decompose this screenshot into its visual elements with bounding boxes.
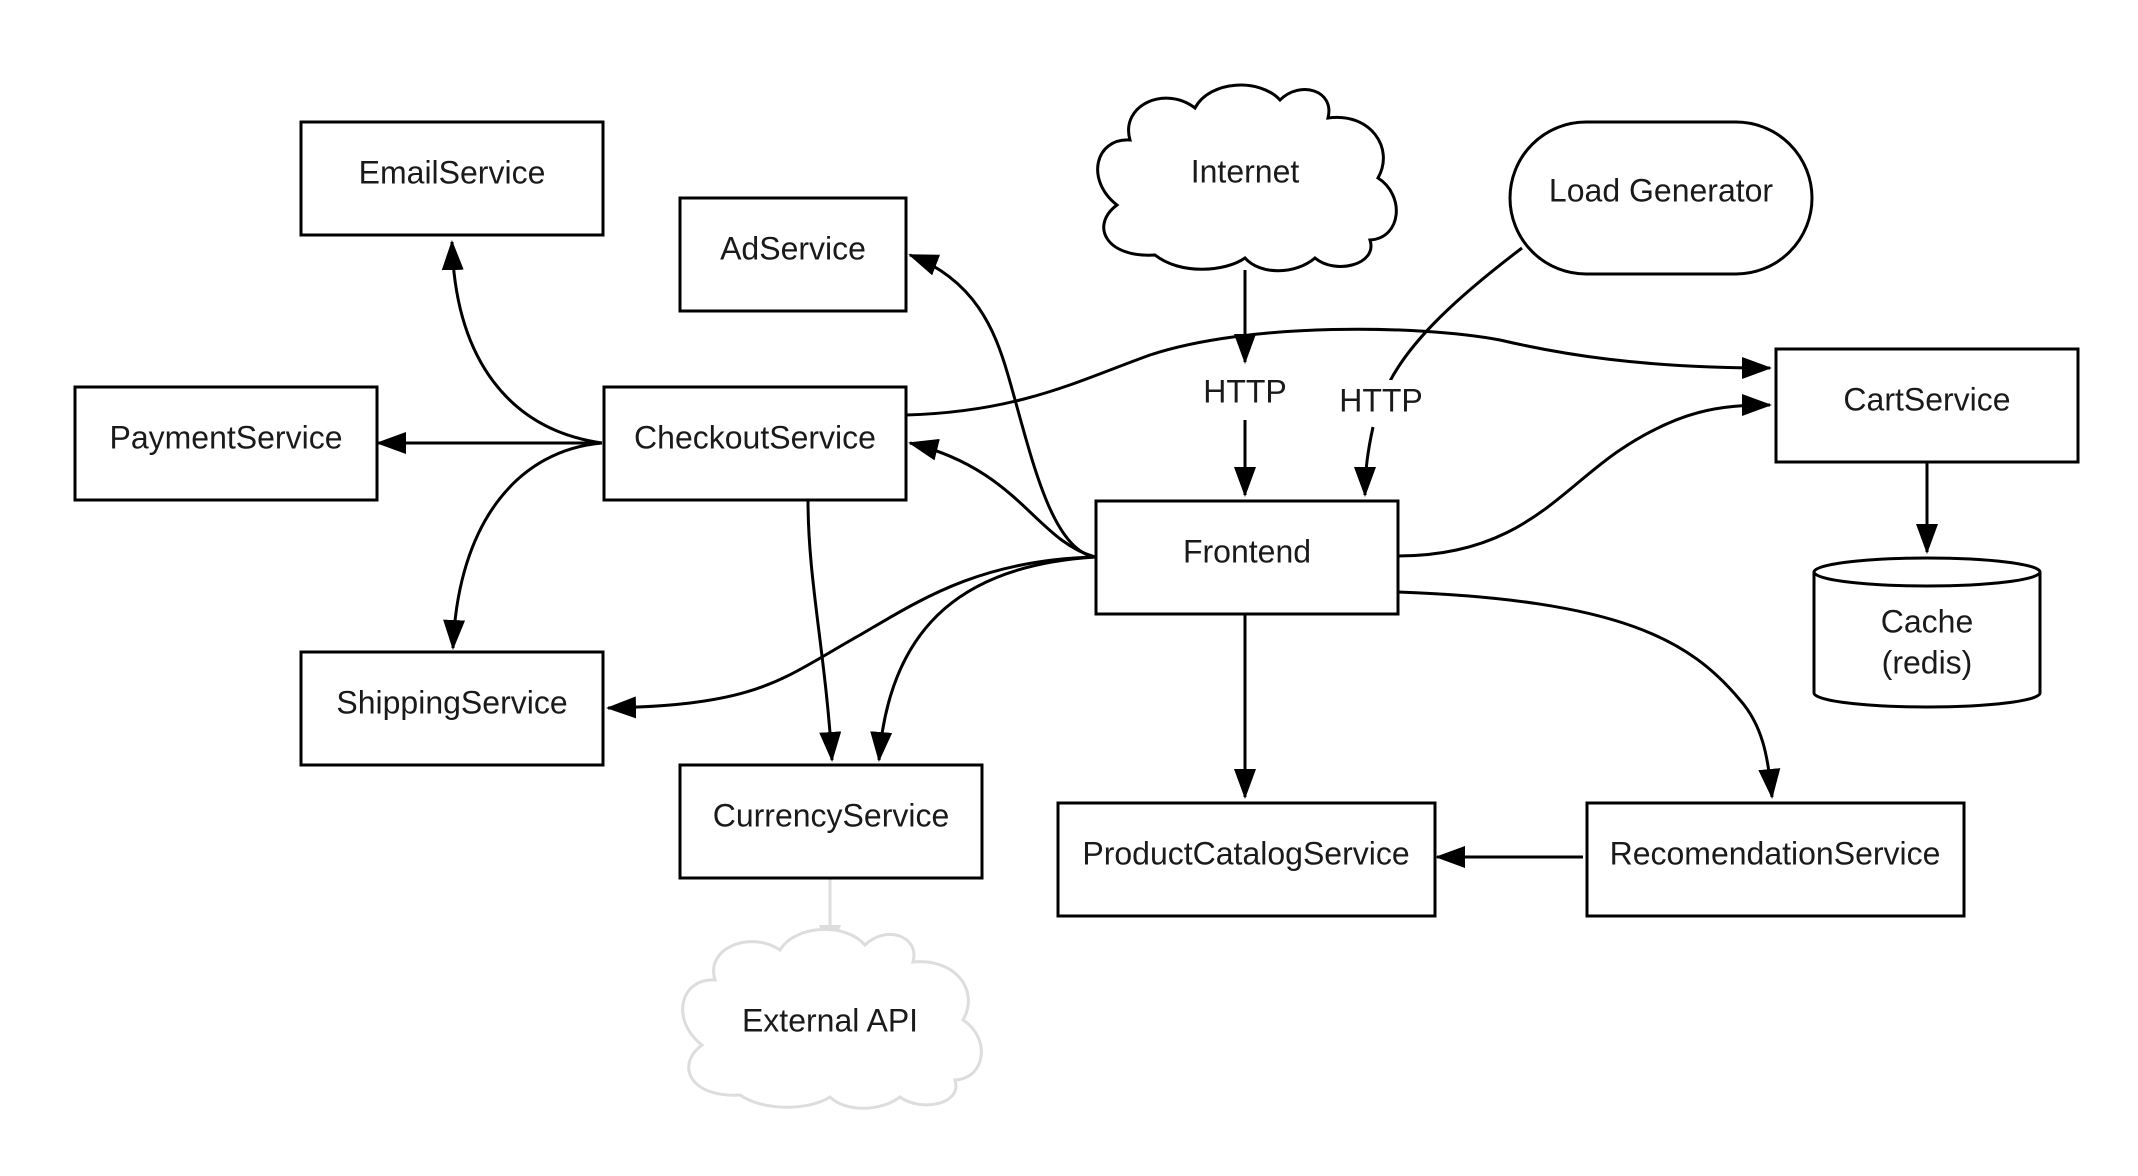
cart-service-label: CartService	[1843, 381, 2010, 417]
load-generator-node: Load Generator	[1508, 120, 1814, 276]
currency-service-node: CurrencyService	[678, 763, 984, 880]
edge-frontend-ad	[908, 253, 1096, 559]
edge-frontend-recommendation	[1397, 590, 1781, 799]
checkout-service-node: CheckoutService	[602, 385, 908, 502]
cart-service-node: CartService	[1774, 347, 2080, 464]
edge-frontend-shipping	[606, 555, 1096, 719]
edge-checkout-shipping	[443, 441, 603, 650]
ad-service-label: AdService	[720, 230, 866, 266]
edge-checkout-currency	[806, 499, 842, 762]
product-catalog-service-label: ProductCatalogService	[1082, 835, 1409, 871]
edge-loadgen-frontend-lower	[1354, 426, 1377, 497]
cache-redis-node: Cache (redis)	[1812, 556, 2042, 709]
email-service-label: EmailService	[359, 154, 546, 190]
checkout-service-label: CheckoutService	[634, 419, 876, 455]
recommendation-service-label: RecomendationService	[1610, 835, 1941, 871]
loadgen-http-label: HTTP	[1339, 382, 1423, 418]
internet-cloud-node: Internet	[1096, 83, 1398, 273]
payment-service-label: PaymentService	[110, 419, 343, 455]
edge-frontend-checkout	[908, 439, 1096, 559]
frontend-node: Frontend	[1094, 499, 1400, 616]
currency-service-label: CurrencyService	[713, 797, 950, 833]
edge-frontend-cart	[1397, 394, 1772, 558]
email-service-node: EmailService	[299, 120, 605, 237]
recommendation-service-node: RecomendationService	[1585, 801, 1966, 918]
edge-checkout-cart	[905, 327, 1772, 417]
ad-service-node: AdService	[678, 196, 908, 313]
edge-loadgen-frontend	[1386, 246, 1523, 386]
cache-label-line1: Cache	[1881, 603, 1974, 639]
payment-service-node: PaymentService	[73, 385, 379, 502]
edge-label-internet-http: HTTP	[1196, 370, 1294, 414]
cache-label-line2: (redis)	[1882, 644, 1973, 680]
product-catalog-service-node: ProductCatalogService	[1056, 801, 1437, 918]
edge-checkout-email	[441, 240, 603, 445]
frontend-label: Frontend	[1183, 533, 1311, 569]
edge-label-loadgen-http: HTTP	[1332, 380, 1430, 424]
shipping-service-node: ShippingService	[299, 650, 605, 767]
internet-http-label: HTTP	[1203, 373, 1287, 409]
edge-frontend-currency	[870, 555, 1096, 762]
edges	[376, 240, 1938, 955]
internet-label: Internet	[1191, 153, 1300, 189]
external-api-label: External API	[742, 1002, 918, 1038]
external-api-cloud-node: External API	[681, 927, 983, 1110]
shipping-service-label: ShippingService	[336, 684, 567, 720]
load-generator-label: Load Generator	[1549, 172, 1774, 208]
